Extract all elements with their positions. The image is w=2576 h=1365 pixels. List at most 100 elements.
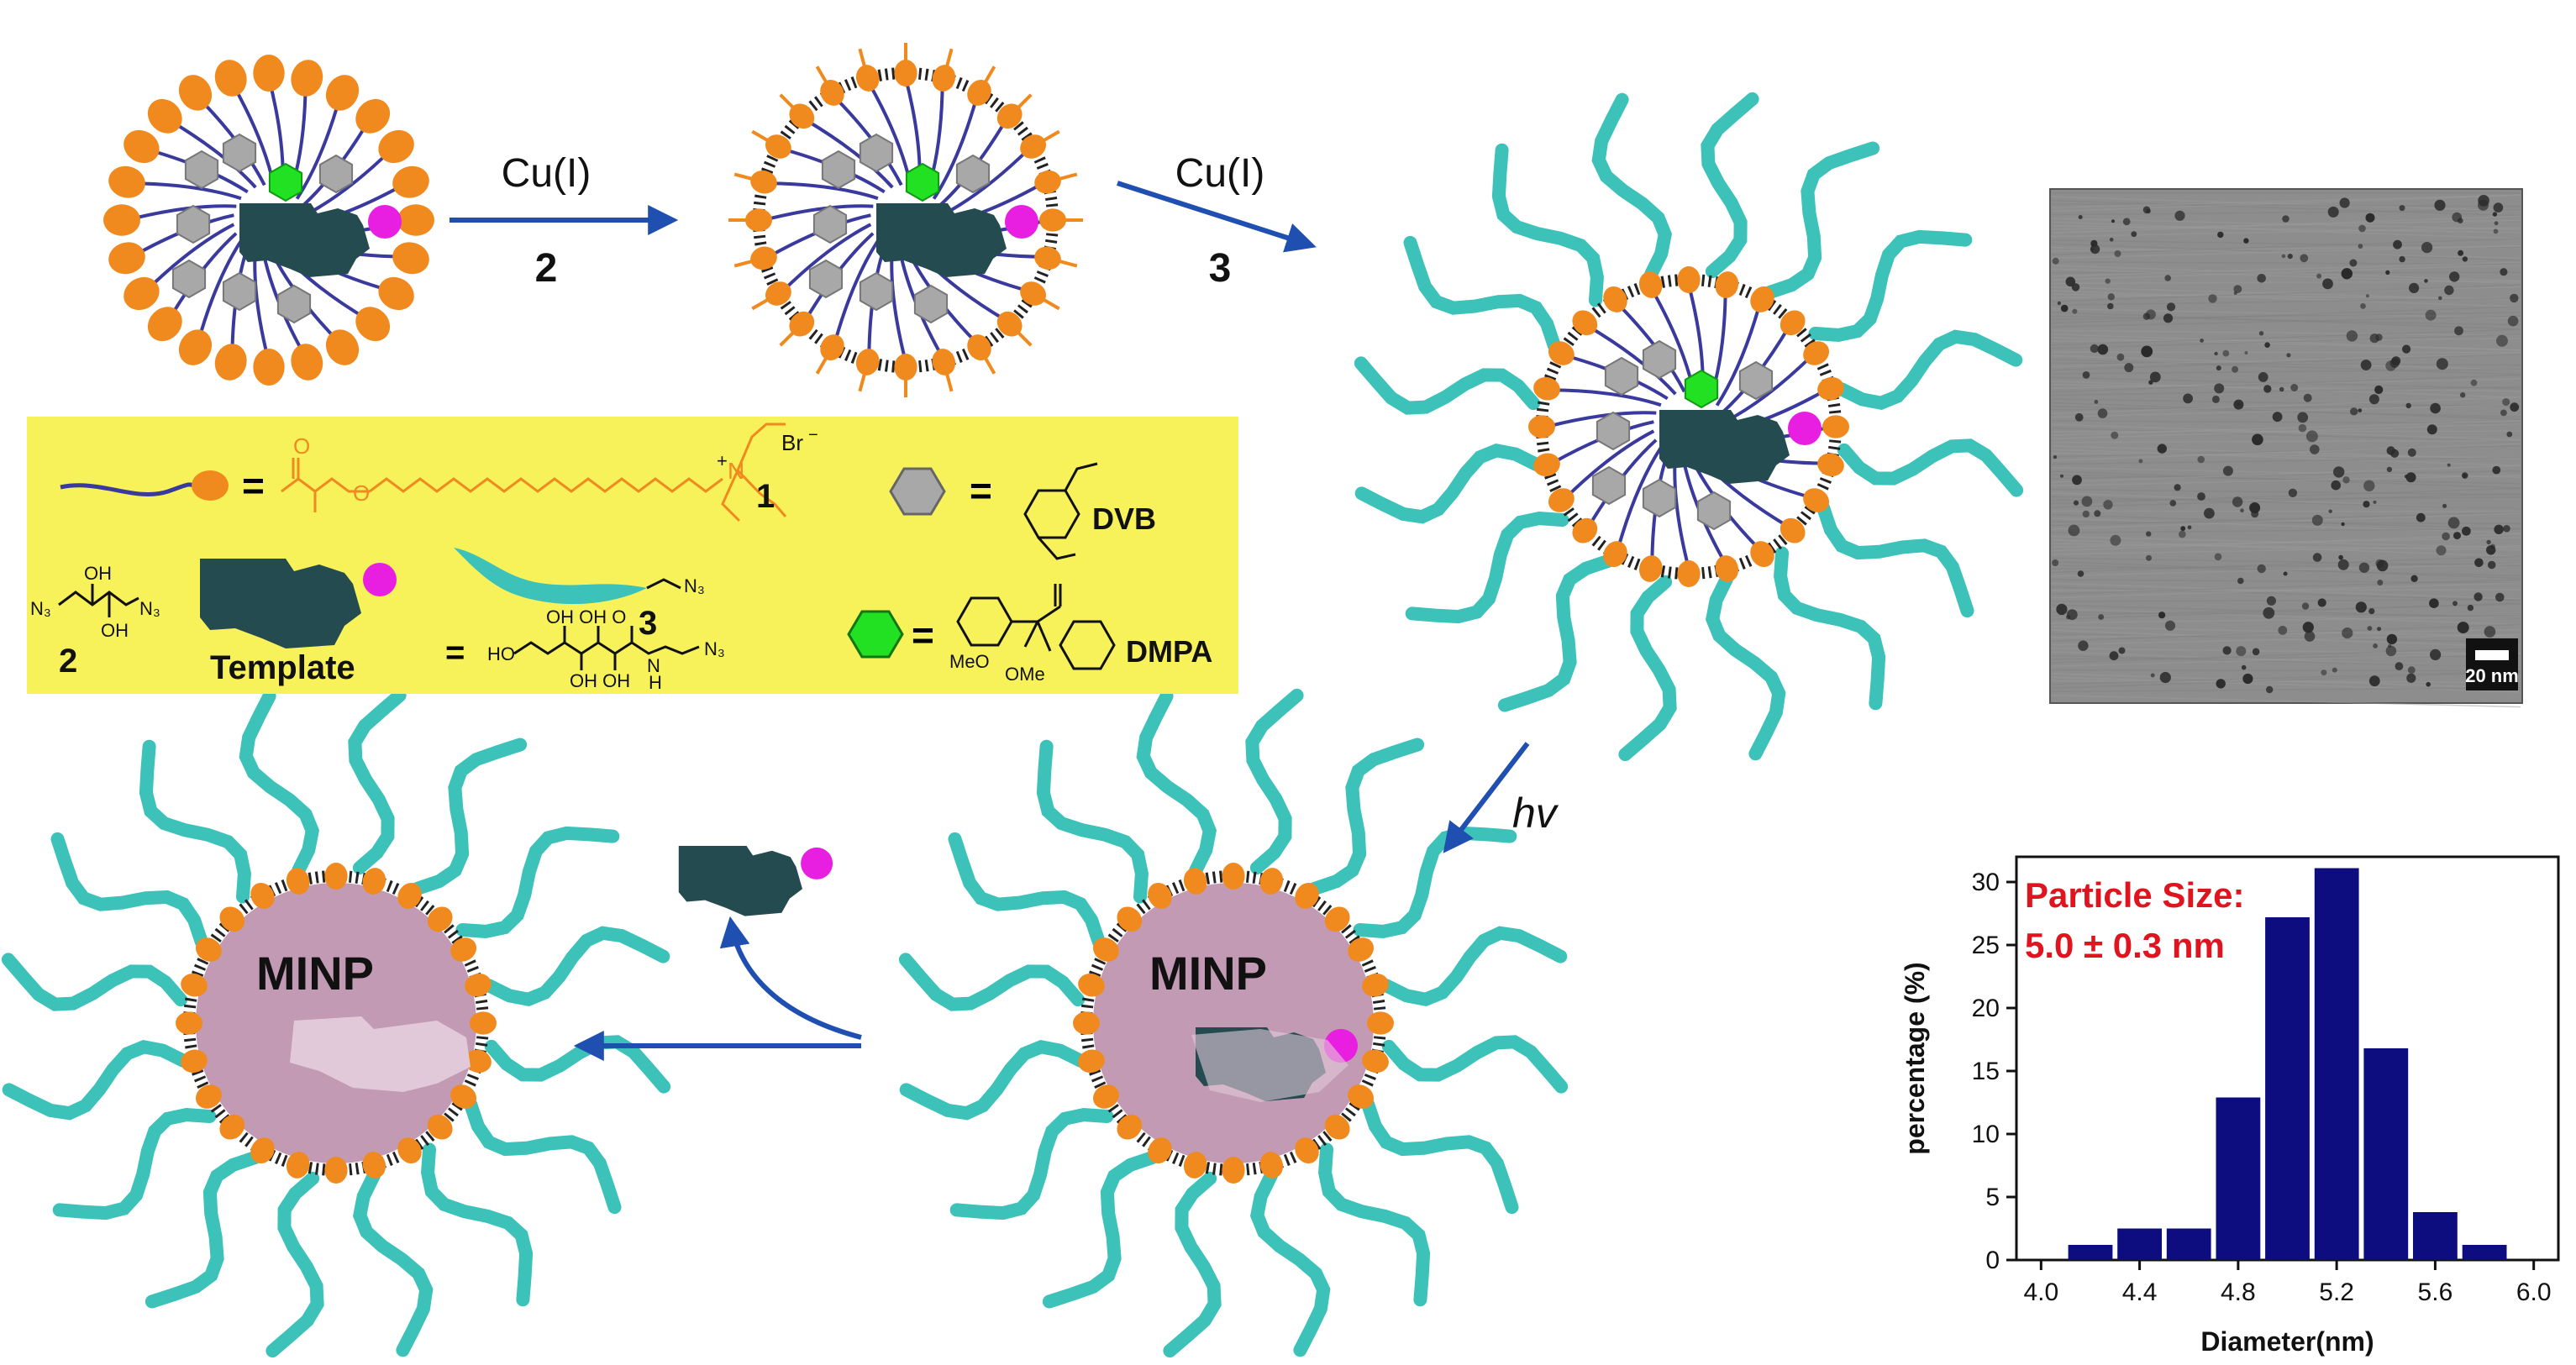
tem-particle xyxy=(2436,358,2448,370)
surfactant-head xyxy=(214,344,247,381)
tem-fringe xyxy=(2051,386,2521,396)
tem-particle xyxy=(2386,633,2398,645)
tem-particle xyxy=(2216,365,2221,371)
tem-fringe xyxy=(2051,423,2521,440)
tem-particle xyxy=(2337,559,2349,570)
ligand-chain xyxy=(348,688,407,875)
diazide-structure xyxy=(58,584,139,617)
tem-particle xyxy=(2164,275,2171,281)
tem-fringe xyxy=(2051,359,2521,375)
surfactant-head xyxy=(378,129,414,164)
dmpa-hexagon xyxy=(1684,369,1719,409)
tem-particle xyxy=(2327,206,2339,218)
tem-particle xyxy=(2496,334,2508,347)
ligand-chain xyxy=(1618,575,1677,762)
surfactant-head xyxy=(362,1152,386,1179)
tem-particle xyxy=(2510,293,2519,303)
tem-particle xyxy=(2174,210,2185,221)
tem-particle xyxy=(2493,202,2504,213)
propargyl-group xyxy=(1008,93,1033,118)
tem-fringe xyxy=(2051,652,2521,668)
tem-particle xyxy=(2283,571,2288,576)
step2-reagent: Cu(I) xyxy=(1175,151,1265,196)
tem-particle xyxy=(2503,525,2510,533)
tem-particle xyxy=(2454,326,2463,336)
step1-reagent: Cu(I) xyxy=(502,151,591,196)
tem-fringe xyxy=(2051,306,2521,324)
ligand-chain xyxy=(1816,501,1974,618)
step2-number: 3 xyxy=(1209,246,1232,291)
tem-particle xyxy=(2263,606,2275,619)
tem-particle xyxy=(2350,407,2358,416)
tem-particle xyxy=(2494,524,2504,534)
ligand-chain xyxy=(1497,554,1615,712)
tem-fringe xyxy=(2051,239,2521,249)
surfactant-head xyxy=(1367,1011,1394,1035)
dvb-structure xyxy=(1023,462,1098,560)
surfactant-head xyxy=(355,98,391,134)
surfactant-head xyxy=(108,242,145,275)
tem-fringe xyxy=(2051,467,2521,478)
surfactant-tail xyxy=(145,223,235,292)
propargyl-group xyxy=(942,48,954,79)
tem-particle xyxy=(2321,669,2327,676)
tem-fringe xyxy=(2051,281,2521,285)
tem-particle xyxy=(2071,283,2080,291)
tem-fringe xyxy=(2051,633,2521,643)
x-tick-label: 5.6 xyxy=(2418,1278,2453,1306)
surfactant-tail xyxy=(126,204,237,222)
x-tick-label: 4.0 xyxy=(2023,1278,2058,1306)
surfactant-number: 1 xyxy=(756,478,775,515)
tem-particle xyxy=(2282,215,2289,223)
tem-particle xyxy=(2507,315,2519,327)
surfactant-head xyxy=(1822,415,1849,438)
ligand-chain xyxy=(139,739,251,904)
tem-fringe xyxy=(2051,338,2521,343)
tem-particle xyxy=(2407,666,2416,674)
tem-particle xyxy=(2458,218,2463,224)
surfactant-counterion: Br xyxy=(781,430,803,455)
ligand-chain xyxy=(1042,1151,1159,1309)
dvb-hexagon xyxy=(1642,339,1677,380)
surfactant-head xyxy=(291,344,323,381)
tem-particle xyxy=(2341,522,2345,527)
tem-particle xyxy=(2405,472,2416,483)
ligand-chain xyxy=(1354,356,1541,415)
dvb-hexagon xyxy=(184,150,219,190)
tem-fringe xyxy=(2051,329,2521,337)
tem-particle xyxy=(2368,675,2380,687)
surfactant-tail xyxy=(1546,411,1657,428)
ligand-chain xyxy=(1774,546,1886,711)
tem-particle xyxy=(2187,525,2192,530)
tem-fringe xyxy=(2051,244,2521,260)
surfactant-head xyxy=(397,204,434,236)
diazide-oh-bottom: OH xyxy=(101,620,129,641)
tem-fringe xyxy=(2051,528,2521,533)
tem-particle xyxy=(2410,575,2418,582)
tem-texture xyxy=(2051,192,2521,708)
minp-label-right: MINP xyxy=(1149,947,1267,1000)
minp-empty-pocket xyxy=(1,688,671,1358)
tem-particle xyxy=(2425,309,2437,321)
tem-particle xyxy=(2457,622,2469,634)
tem-particle xyxy=(2094,510,2101,517)
tem-particle xyxy=(2241,664,2247,670)
tem-particle xyxy=(2233,291,2237,295)
tem-particle xyxy=(2263,385,2272,393)
histogram-bar xyxy=(2363,1048,2409,1260)
surfactant-head xyxy=(253,349,285,386)
tem-fringe xyxy=(2051,654,2521,669)
tem-particle xyxy=(2297,412,2309,423)
tem-fringe xyxy=(2051,215,2521,234)
surfactant-head xyxy=(1677,560,1701,587)
tem-particle xyxy=(2141,345,2153,358)
surfactant-head xyxy=(108,165,145,198)
surfactant-tail xyxy=(768,181,879,201)
surfactant-head xyxy=(1533,453,1560,477)
tem-particle xyxy=(2447,463,2451,467)
tem-particle xyxy=(2346,330,2358,342)
tem-particle xyxy=(2474,558,2484,568)
tem-particle xyxy=(2258,331,2264,336)
tem-particle xyxy=(2434,199,2446,211)
surfactant-ammonium: N xyxy=(728,458,744,484)
